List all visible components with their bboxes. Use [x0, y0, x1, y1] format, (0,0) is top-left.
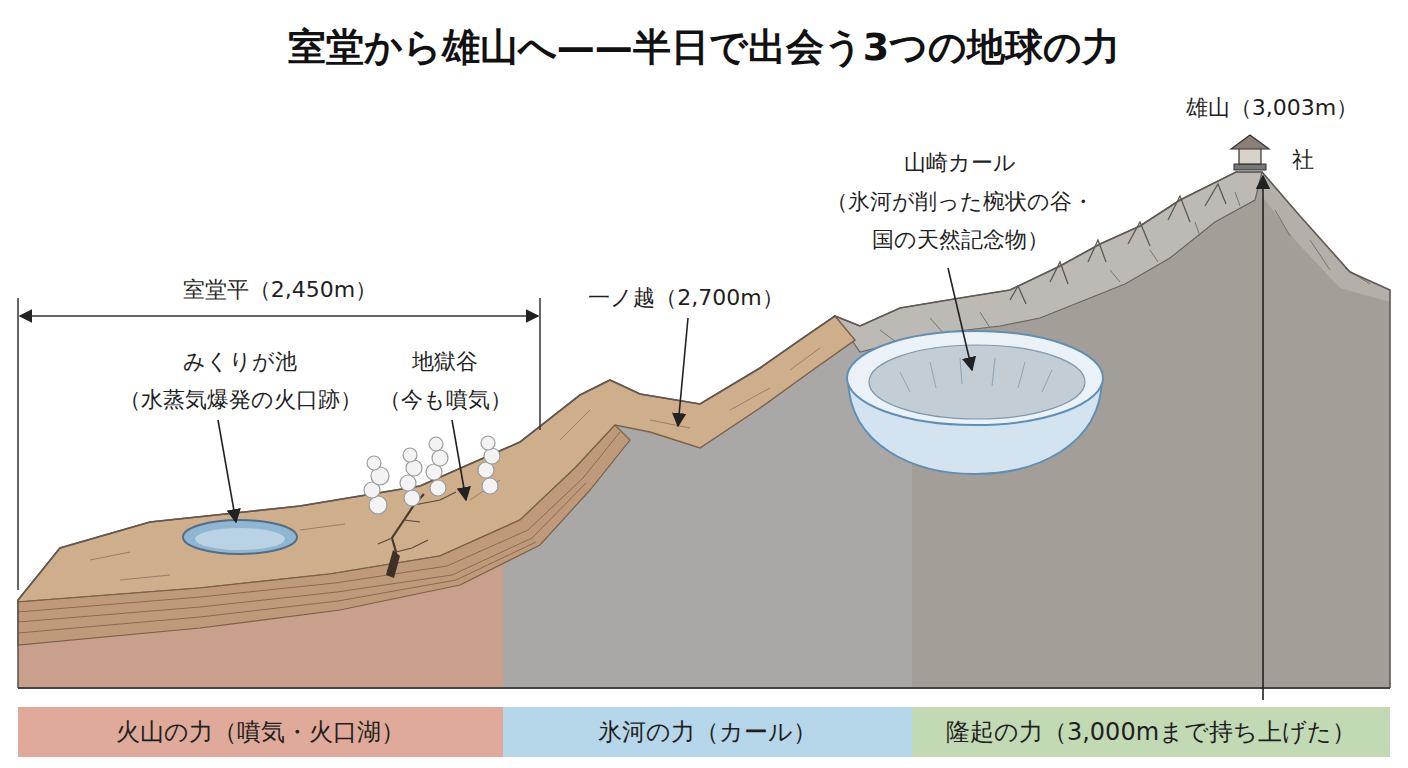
summit-label: 雄山（3,003m） [1186, 95, 1358, 121]
dimension-tick [17, 298, 19, 590]
cirque-hatching [900, 358, 1052, 392]
band-label: 火山の力（噴気・火口湖） [116, 716, 405, 748]
theme-band: 隆起の力（3,000mまで持ち上げた） [912, 707, 1390, 757]
surface-texture [90, 348, 820, 580]
shrine-base [1234, 164, 1266, 170]
fissure-opening [386, 550, 400, 578]
section-tints [18, 100, 1390, 688]
feature-note: （氷河が削った椀状の谷・ 国の天然記念物） [814, 183, 1106, 259]
steam-puff [432, 450, 448, 466]
steam-puff [367, 456, 381, 470]
shrine-label: 社 [1292, 147, 1314, 173]
leader-arrow [948, 268, 972, 370]
feature-note: （水蒸気爆発の火口跡） [119, 387, 362, 413]
leader-arrow [678, 318, 688, 426]
area-label: 室堂平（2,450m） [183, 277, 377, 303]
crater-pond [183, 520, 297, 554]
steam-puff [481, 436, 495, 450]
uplift-arrow [1262, 176, 1264, 700]
leader-arrow [452, 420, 466, 500]
feature-name: みくりが池 [183, 349, 297, 375]
band-label: 隆起の力（3,000mまで持ち上げた） [946, 716, 1356, 748]
shrine-body [1239, 148, 1261, 164]
steam-puff [400, 475, 416, 491]
cirque-floor [869, 345, 1085, 419]
leader-arrow [218, 420, 236, 522]
feature-name: 山崎カール [904, 150, 1016, 176]
steam-plumes [364, 436, 500, 514]
pond-water [195, 528, 285, 550]
steam-puff [404, 490, 420, 506]
steam-puff [369, 496, 387, 514]
shrine-roof [1231, 135, 1269, 149]
theme-band: 火山の力（噴気・火口湖） [18, 707, 503, 757]
feature-note: （今も噴気） [379, 387, 512, 413]
cirque-rim [847, 331, 1103, 425]
band-label: 氷河の力（カール） [598, 716, 817, 748]
pass-label: 一ノ越（2,700m） [588, 285, 783, 311]
dimension-tick [539, 298, 541, 430]
steam-puff [482, 478, 498, 494]
steam-puff [429, 437, 443, 451]
strata-face [18, 425, 630, 645]
steam-puff [403, 448, 417, 462]
mountain-outline [18, 172, 1390, 688]
theme-band: 氷河の力（カール） [503, 707, 912, 757]
steam-puff [430, 480, 446, 496]
base-line [18, 687, 1390, 689]
feature-name: 地獄谷 [412, 349, 478, 375]
strata-lines [18, 432, 620, 633]
summit-flank [1262, 172, 1390, 302]
diagram-title: 室堂から雄山へ——半日で出会う3つの地球の力 [0, 22, 1408, 73]
dimension-line [20, 315, 538, 317]
rock-texture [880, 192, 1370, 345]
